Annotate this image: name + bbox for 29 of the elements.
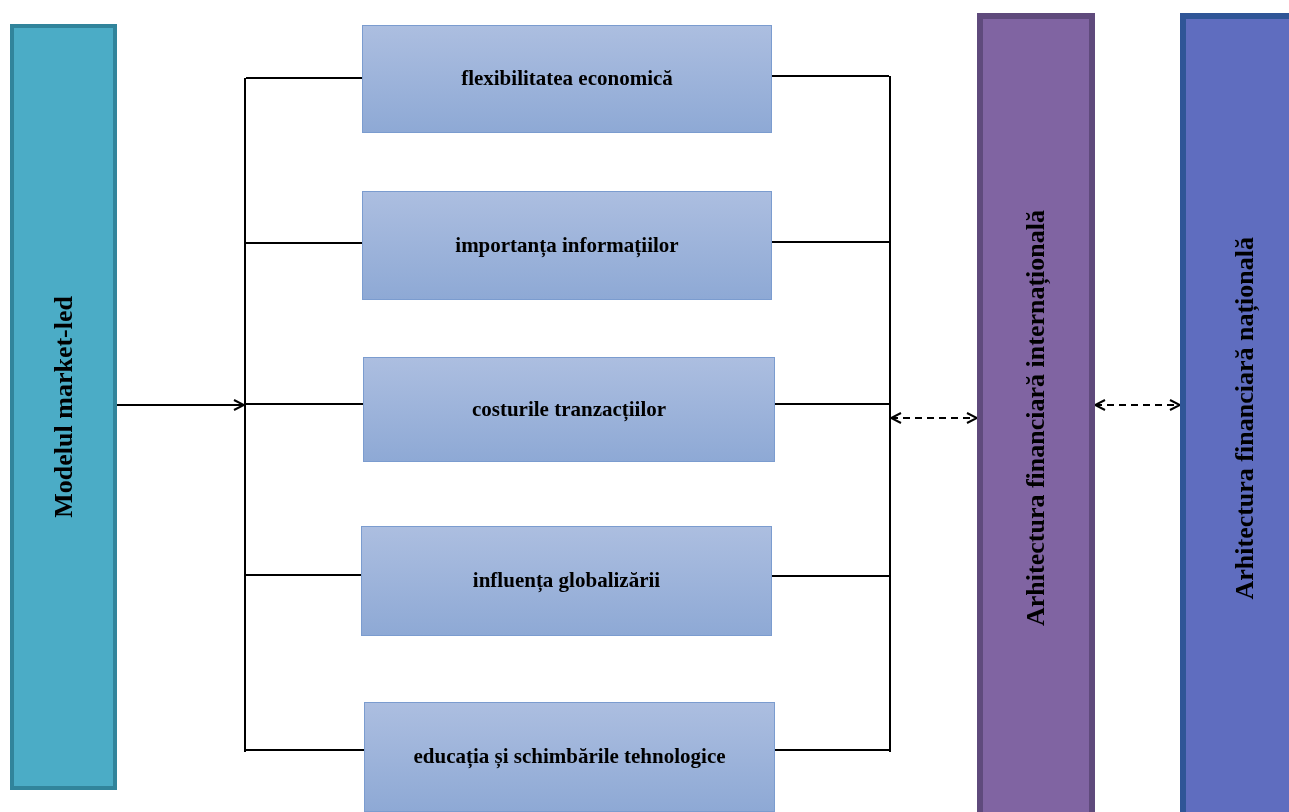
arrow — [116, 399, 245, 411]
factor-box — [362, 191, 772, 300]
connector-line — [245, 403, 364, 405]
connector-line — [245, 749, 365, 751]
factor-box — [364, 702, 775, 812]
model-panel — [10, 24, 117, 790]
factor-box — [361, 526, 772, 636]
panel-title: Modelul market-led — [48, 296, 79, 518]
panel-title: Arhitectura financiară națională — [1230, 236, 1260, 600]
arrow — [890, 412, 978, 424]
connector-line — [245, 242, 363, 244]
arrow — [1094, 399, 1181, 411]
architecture-panel — [977, 13, 1095, 812]
panel-title: Arhitectura financiară internațională — [1021, 210, 1051, 626]
factor-box — [363, 357, 775, 462]
factor-label: flexibilitatea economică — [460, 65, 674, 93]
factor-label: influența globalizării — [471, 567, 662, 595]
factor-label: costurile tranzacțiilor — [470, 395, 668, 423]
architecture-panel — [1180, 13, 1289, 812]
connector-line — [774, 403, 890, 405]
connector-line — [245, 574, 362, 576]
connector-line — [774, 749, 890, 751]
factor-label: importanța informațiilor — [454, 231, 680, 259]
connector-line — [771, 241, 890, 243]
connector-line — [771, 75, 890, 77]
factor-box — [362, 25, 772, 133]
connector-line — [245, 77, 363, 79]
connector-line — [771, 575, 890, 577]
factor-label: educația și schimbările tehnologice — [412, 743, 727, 771]
